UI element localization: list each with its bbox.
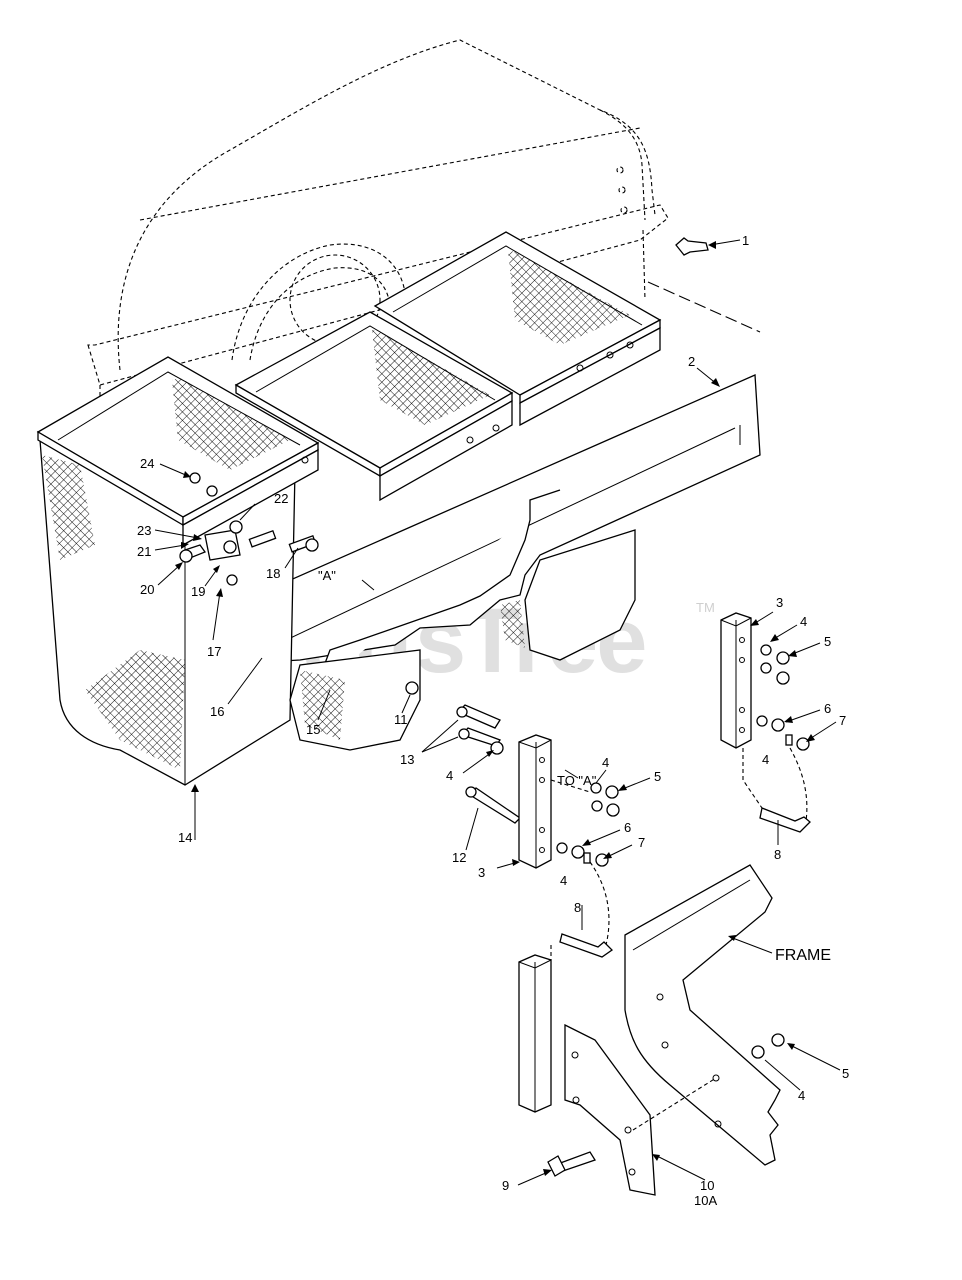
annotation-a: "A"	[318, 568, 336, 583]
tube-center	[518, 734, 620, 946]
callout-17: 17	[207, 644, 221, 659]
latch-hardware	[179, 472, 319, 586]
callout-18: 18	[266, 566, 280, 581]
callout-20: 20	[140, 582, 154, 597]
watermark-trademark: TM	[696, 600, 715, 615]
callout-15: 15	[306, 722, 320, 737]
callout-21: 21	[137, 544, 151, 559]
callout-4-frame: 4	[798, 1088, 805, 1103]
callout-5-frame: 5	[842, 1066, 849, 1081]
callout-4-center-upper: 4	[602, 755, 609, 770]
callout-19: 19	[191, 584, 205, 599]
callout-24: 24	[140, 456, 154, 471]
frame-assembly	[518, 864, 785, 1196]
callout-2: 2	[688, 354, 695, 369]
pin-lower	[559, 933, 614, 958]
bag-middle	[234, 311, 514, 751]
annotation-to-a: TO "A"	[557, 773, 597, 788]
tractor-outline	[87, 39, 761, 401]
callout-labels: 1 2 3 4 5 6 7 4 8 TO "A" 4 5 6 7 4 3 12 …	[137, 233, 849, 1208]
callout-6-center: 6	[624, 820, 631, 835]
callout-4-right-upper: 4	[800, 614, 807, 629]
callout-23: 23	[137, 523, 151, 538]
callout-8-center: 8	[574, 900, 581, 915]
rivet-part-1	[675, 237, 709, 256]
callout-12: 12	[452, 850, 466, 865]
bag-right	[373, 231, 662, 661]
callout-11: 11	[394, 712, 408, 727]
callout-4-right-lower: 4	[762, 752, 769, 767]
callout-4-left: 4	[446, 768, 453, 783]
callout-7-center: 7	[638, 835, 645, 850]
callout-6-right: 6	[824, 701, 831, 716]
callout-14: 14	[178, 830, 192, 845]
callout-1: 1	[742, 233, 749, 248]
callout-4-center-lower: 4	[560, 873, 567, 888]
callout-3-center: 3	[478, 865, 485, 880]
callout-10a: 10A	[694, 1193, 717, 1208]
callout-3-right: 3	[776, 595, 783, 610]
callout-5-center: 5	[654, 769, 661, 784]
leader-lines	[154, 239, 841, 1186]
annotation-frame: FRAME	[775, 947, 831, 964]
callout-7-right: 7	[839, 713, 846, 728]
callout-5-right: 5	[824, 634, 831, 649]
callout-22: 22	[274, 491, 288, 506]
bolts-center	[405, 681, 522, 824]
callout-8-right: 8	[774, 847, 781, 862]
callout-16: 16	[210, 704, 224, 719]
callout-9: 9	[502, 1178, 509, 1193]
callout-10: 10	[700, 1178, 714, 1193]
callout-13: 13	[400, 752, 414, 767]
tube-right	[720, 612, 811, 833]
